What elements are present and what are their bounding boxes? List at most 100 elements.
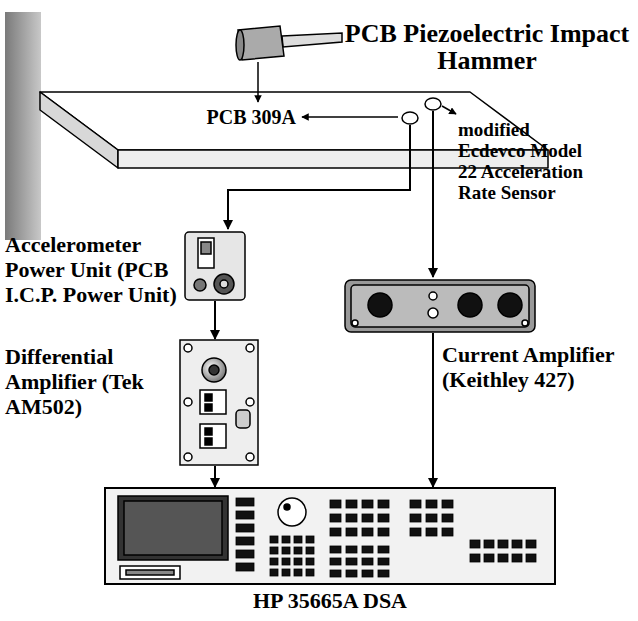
- key-part: [378, 514, 389, 522]
- signal-connector: [214, 466, 216, 487]
- analyzer-icon-part: [124, 501, 222, 555]
- differential-amplifier-icon-part: [202, 358, 226, 382]
- signal-connector: [432, 333, 434, 487]
- key-part: [282, 569, 290, 576]
- key-part: [410, 514, 421, 522]
- analyzer-icon-part: [278, 498, 306, 526]
- differential-amplifier-icon-part: [184, 453, 192, 461]
- key-part: [330, 514, 341, 522]
- key-part: [270, 558, 278, 565]
- key-part: [330, 570, 341, 577]
- key-part: [498, 554, 508, 562]
- power-unit-icon-part: [185, 232, 245, 300]
- key-part: [470, 540, 480, 548]
- key-part: [410, 528, 421, 536]
- key-part: [270, 569, 278, 576]
- current-amplifier: Current Amplifier (Keithley 427): [345, 280, 535, 332]
- plate-part: [40, 92, 118, 168]
- key-part: [378, 570, 389, 577]
- key-part: [470, 554, 480, 562]
- key-part: [526, 554, 536, 562]
- analyzer-icon-part: [105, 488, 555, 584]
- impact-hammer-part: [238, 26, 284, 60]
- current-amplifier-icon-part: [429, 292, 437, 300]
- key-part: [346, 546, 357, 553]
- power-unit-icon-part: [194, 279, 206, 291]
- key-part: [484, 554, 494, 562]
- sensor-part: [402, 112, 418, 124]
- sensor-cable: [228, 111, 433, 277]
- key-part: [362, 528, 373, 536]
- power-unit-icon-part: [201, 242, 211, 254]
- sensor-cable-part: [432, 111, 434, 277]
- power-unit-icon: [185, 232, 245, 300]
- key-part: [346, 558, 357, 565]
- differential-amplifier-icon-part: [205, 428, 212, 435]
- part-label: PCB 309A: [170, 106, 296, 128]
- current-amplifier-icon: [345, 280, 535, 332]
- device-label: Current Amplifier (Keithley 427): [442, 342, 620, 392]
- key-part: [236, 511, 254, 519]
- key-part: [362, 546, 373, 553]
- device-name: Current Amplifier (Keithley 427): [442, 342, 620, 392]
- differential-amplifier-icon-part: [200, 390, 226, 414]
- key-part: [426, 500, 437, 508]
- differential-amplifier-icon-part: [180, 340, 258, 465]
- hammer-label: PCB Piezoelectric Impact Hammer: [342, 20, 632, 74]
- key-part: [512, 540, 522, 548]
- power-unit-icon-part: [214, 274, 234, 294]
- key-part: [442, 528, 453, 536]
- differential-amplifier-icon-part: [184, 344, 192, 352]
- current-amplifier-icon-part: [458, 293, 482, 317]
- key-part: [330, 558, 341, 565]
- key-part: [346, 570, 357, 577]
- key-part: [236, 563, 254, 571]
- key-part: [362, 558, 373, 565]
- power-unit-icon-part: [220, 280, 228, 288]
- power-unit: Accelerometer Power Unit (PCB I.C.P. Pow…: [185, 232, 245, 300]
- key-part: [294, 558, 302, 565]
- differential-amplifier-icon-part: [236, 410, 250, 428]
- key-part: [426, 528, 437, 536]
- differential-amplifier-icon-part: [246, 344, 254, 352]
- impact-hammer-part: [257, 62, 259, 102]
- key-part: [330, 528, 341, 536]
- key-part: [306, 569, 314, 576]
- key-part: [426, 514, 437, 522]
- key-part: [306, 536, 314, 543]
- part-label: PCB Piezoelectric Impact Hammer: [342, 20, 632, 74]
- current-amplifier-icon-part: [368, 293, 392, 317]
- analyzer-icon-part: [118, 496, 228, 560]
- analyzer-icon-part: [120, 566, 180, 579]
- leader-line-part: [302, 116, 398, 118]
- key-part: [362, 570, 373, 577]
- signal-analyzer: HP 35665A DSA: [105, 488, 555, 584]
- key-part: [362, 514, 373, 522]
- device-name: Accelerometer Power Unit (PCB I.C.P. Pow…: [5, 232, 177, 307]
- key-part: [282, 536, 290, 543]
- key-part: [346, 528, 357, 536]
- differential-amplifier-icon-part: [184, 398, 192, 406]
- current-amplifier-icon-part: [522, 320, 528, 326]
- impact-hammer-part: [236, 30, 244, 60]
- wall: [5, 12, 41, 240]
- key-part: [410, 500, 421, 508]
- sensor-cable-part: [228, 125, 410, 229]
- current-amplifier-icon-part: [345, 280, 535, 332]
- part-label: modified Ecdevco Model 22 Acceleration R…: [458, 119, 586, 203]
- current-amplifier-icon-part: [498, 293, 522, 317]
- impact-hammer: [236, 26, 342, 102]
- sensor-label: PCB 309A: [170, 106, 296, 128]
- key-part: [330, 546, 341, 553]
- key-part: [236, 550, 254, 558]
- sensor-label: modified Ecdevco Model 22 Acceleration R…: [458, 119, 586, 203]
- differential-amplifier: Differential Amplifier (Tek AM502): [180, 340, 258, 465]
- key-part: [346, 514, 357, 522]
- device-label: HP 35665A DSA: [105, 588, 555, 613]
- current-amplifier-icon-part: [428, 308, 438, 318]
- key-part: [378, 558, 389, 565]
- key-part: [294, 547, 302, 554]
- key-part: [362, 500, 373, 508]
